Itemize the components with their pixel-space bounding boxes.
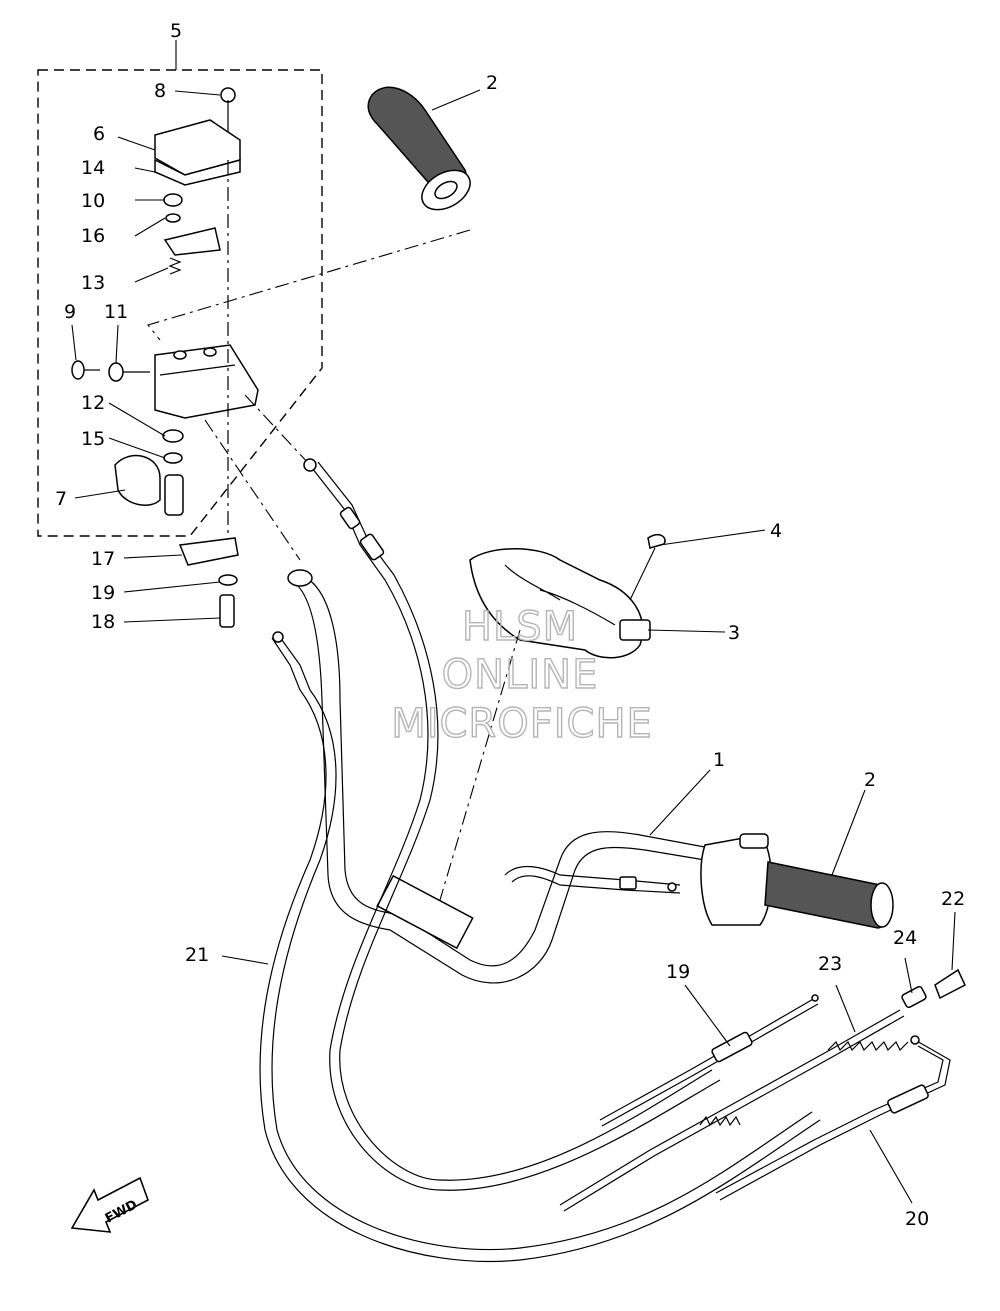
callout-18: 18 [91, 611, 115, 633]
callout-labels: 5 8 6 14 10 16 13 9 11 12 15 7 17 19 18 … [55, 20, 965, 1230]
callout-17: 17 [91, 548, 115, 570]
watermark-line3: MICROFICHE [391, 701, 653, 747]
clamp-assembly [178, 537, 239, 628]
callout-16: 16 [81, 225, 105, 247]
callout-20: 19 [666, 961, 690, 983]
throttle-housing [700, 833, 772, 926]
watermark-line2: ONLINE [442, 652, 599, 698]
clutch-cable [259, 631, 821, 1263]
callout-12: 12 [81, 392, 105, 414]
grip-right [764, 861, 894, 929]
callout-9: 9 [64, 301, 76, 323]
callout-4: 4 [770, 520, 782, 542]
fwd-arrow: FWD [70, 1176, 149, 1233]
clip [647, 533, 666, 549]
lever-holder-assembly [71, 87, 259, 540]
callout-23: 22 [941, 888, 965, 910]
cable-20 [599, 994, 819, 1127]
callout-24: 23 [818, 953, 842, 975]
callout-8: 8 [154, 80, 166, 102]
guide-lines [147, 229, 521, 901]
callout-21: 20 [905, 1208, 929, 1230]
callout-15: 15 [81, 428, 105, 450]
callout-2-lower: 2 [864, 769, 876, 791]
callout-7: 7 [55, 488, 67, 510]
callout-2-upper: 2 [486, 72, 498, 94]
watermark: HLSM ONLINE MICROFICHE [390, 603, 653, 747]
assembly-box [37, 69, 323, 537]
callout-3: 3 [728, 622, 740, 644]
callout-1: 1 [713, 749, 725, 771]
callout-19: 19 [91, 582, 115, 604]
callout-14: 14 [81, 157, 105, 179]
leader-lines [71, 40, 956, 1204]
callout-6: 6 [93, 123, 105, 145]
callout-11: 11 [104, 301, 128, 323]
hand-guard [469, 548, 651, 659]
watermark-line1: HLSM [462, 604, 578, 650]
cable-24 [559, 968, 966, 1212]
callout-10: 10 [81, 190, 105, 212]
callout-13: 13 [81, 272, 105, 294]
callout-22: 21 [185, 944, 209, 966]
throttle-cable [303, 458, 721, 1191]
throttle-link [504, 865, 681, 894]
handlebar [287, 569, 711, 984]
cable-21 [715, 1035, 951, 1201]
grip-upper [367, 86, 471, 211]
callout-25: 24 [893, 927, 917, 949]
callout-5: 5 [170, 20, 182, 42]
